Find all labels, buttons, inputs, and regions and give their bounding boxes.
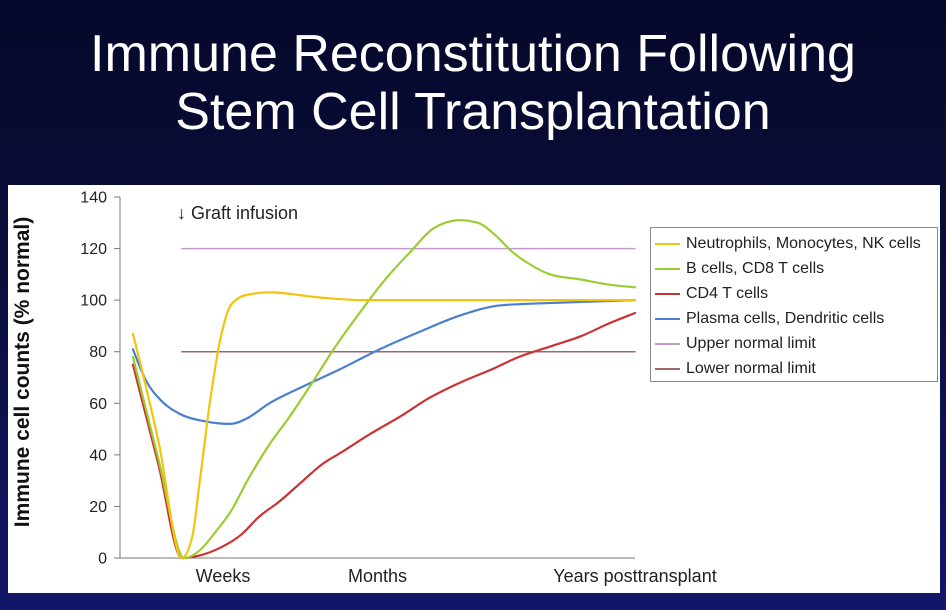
x-tick-label: Years posttransplant (553, 566, 716, 586)
legend-item-upper-normal-limit: Upper normal limit (651, 331, 937, 356)
legend-item-neutrophils-monocytes-nk-cells: Neutrophils, Monocytes, NK cells (651, 231, 937, 256)
chart-panel: 0 20 40 60 80 100 120 140 Weeks Months Years post… (8, 185, 940, 593)
legend-swatch (655, 342, 680, 345)
series-line-plasma-cells-dendritic-cells (131, 299, 637, 425)
series-line-b-cells-cd8-t-cells (131, 219, 637, 560)
legend-item-b-cells-cd8-t-cells: B cells, CD8 T cells (651, 256, 937, 281)
legend-label: Lower normal limit (686, 359, 816, 377)
legend-swatch (655, 242, 680, 245)
y-axis-label: Immune cell counts (% normal) (11, 217, 34, 527)
legend-label: Upper normal limit (686, 334, 816, 352)
y-tick-label: 20 (89, 499, 107, 516)
y-axis-ticks: 0 20 40 60 80 100 120 140 (80, 190, 120, 568)
legend-label: Neutrophils, Monocytes, NK cells (686, 234, 921, 252)
slide-title-line-2: Stem Cell Transplantation (175, 83, 771, 141)
y-tick-label: 80 (89, 344, 107, 361)
y-tick-label: 60 (89, 396, 107, 413)
legend-item-cd4-t-cells: CD4 T cells (651, 281, 937, 306)
y-tick-label: 140 (80, 190, 107, 207)
y-tick-label: 120 (80, 241, 107, 258)
legend-swatch (655, 292, 680, 295)
legend-item-plasma-cells-dendritic-cells: Plasma cells, Dendritic cells (651, 306, 937, 331)
legend-label: B cells, CD8 T cells (686, 259, 825, 277)
series-line-neutrophils-monocytes-nk-cells (131, 291, 637, 560)
legend-swatch (655, 367, 680, 370)
legend-label: Plasma cells, Dendritic cells (686, 309, 885, 327)
legend: Neutrophils, Monocytes, NK cells B cells… (650, 227, 938, 382)
x-tick-label: Weeks (196, 566, 251, 586)
x-axis-ticks: Weeks Months Years posttransplant (196, 566, 717, 586)
y-tick-label: 0 (98, 551, 107, 568)
slide-title-line-1: Immune Reconstitution Following (90, 25, 856, 83)
series-layer (131, 219, 637, 560)
legend-swatch (655, 267, 680, 270)
graft-infusion-annotation: ↓ Graft infusion (177, 203, 298, 223)
x-tick-label: Months (348, 566, 407, 586)
legend-item-lower-normal-limit: Lower normal limit (651, 356, 937, 381)
legend-swatch (655, 317, 680, 320)
y-tick-label: 40 (89, 447, 107, 464)
legend-label: CD4 T cells (686, 284, 769, 302)
slide-title: Immune Reconstitution Following Stem Cel… (0, 25, 946, 141)
series-line-cd4-t-cells (131, 311, 637, 560)
line-chart: 0 20 40 60 80 100 120 140 Weeks Months Years post… (11, 190, 717, 587)
y-tick-label: 100 (80, 293, 107, 310)
